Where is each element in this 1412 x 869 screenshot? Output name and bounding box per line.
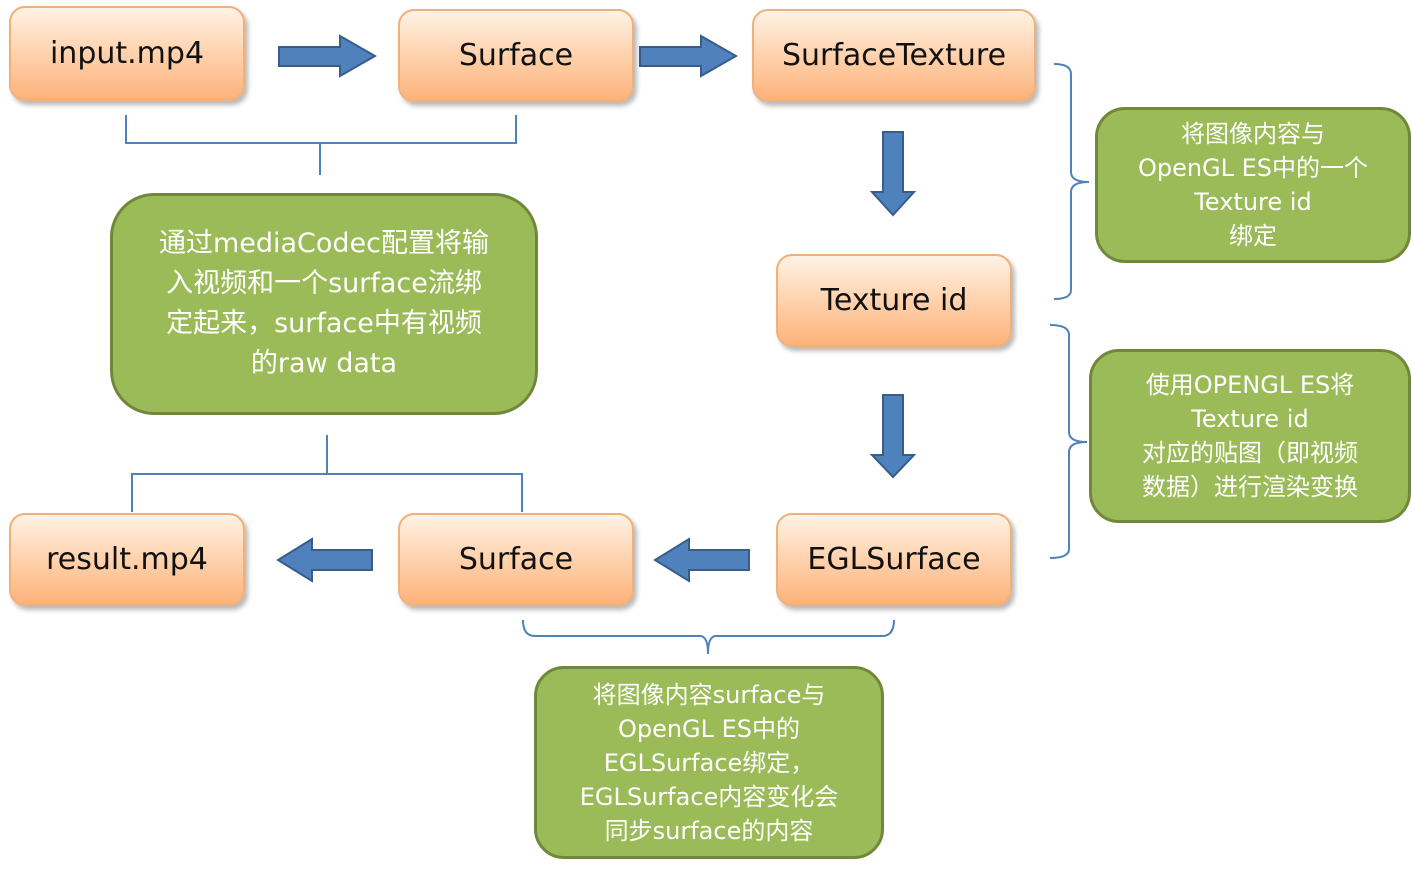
note-bind-egl-surface-text: 将图像内容surface与 OpenGL ES中的 EGLSurface绑定， … xyxy=(579,680,839,845)
arrow-surface-to-surfacetexture xyxy=(639,34,739,78)
node-surface-bottom-label: Surface xyxy=(458,542,574,577)
bracket-right-upper xyxy=(1053,63,1090,300)
note-bind-texture: 将图像内容与 OpenGL ES中的一个 Texture id 绑定 xyxy=(1095,107,1411,263)
node-egl-surface-label: EGLSurface xyxy=(807,542,981,577)
arrow-surfacetexture-to-textureid xyxy=(869,131,917,217)
node-surface-texture: SurfaceTexture xyxy=(752,9,1036,102)
node-texture-id: Texture id xyxy=(776,254,1012,347)
node-egl-surface: EGLSurface xyxy=(776,513,1012,606)
note-render-transform-text: 使用OPENGL ES将 Texture id 对应的贴图（即视频 数据）进行渲… xyxy=(1142,371,1358,501)
bracket-right-lower xyxy=(1049,324,1088,559)
note-bind-egl-surface: 将图像内容surface与 OpenGL ES中的 EGLSurface绑定， … xyxy=(534,666,884,859)
note-media-codec: 通过mediaCodec配置将输 入视频和一个surface流绑 定起来，sur… xyxy=(110,193,538,415)
arrow-textureid-to-eglsurface xyxy=(869,394,917,479)
node-input-mp4: input.mp4 xyxy=(9,6,245,101)
arrow-input-to-surface xyxy=(278,34,378,78)
node-texture-id-label: Texture id xyxy=(820,283,968,318)
node-surface-bottom: Surface xyxy=(398,513,634,606)
node-result-mp4: result.mp4 xyxy=(9,513,245,606)
bracket-top-left xyxy=(125,115,517,175)
node-result-mp4-label: result.mp4 xyxy=(46,542,208,577)
arrow-surface-to-result xyxy=(276,537,373,583)
node-surface-top: Surface xyxy=(398,9,634,102)
note-render-transform: 使用OPENGL ES将 Texture id 对应的贴图（即视频 数据）进行渲… xyxy=(1089,349,1411,523)
node-surface-texture-label: SurfaceTexture xyxy=(781,38,1007,73)
node-input-mp4-label: input.mp4 xyxy=(49,36,205,71)
node-surface-top-label: Surface xyxy=(458,38,574,73)
bracket-bottom-center xyxy=(522,619,895,655)
bracket-bottom-left xyxy=(131,435,523,512)
note-bind-texture-text: 将图像内容与 OpenGL ES中的一个 Texture id 绑定 xyxy=(1137,120,1369,250)
arrow-eglsurface-to-surface xyxy=(653,537,750,583)
note-media-codec-text: 通过mediaCodec配置将输 入视频和一个surface流绑 定起来，sur… xyxy=(158,228,490,379)
